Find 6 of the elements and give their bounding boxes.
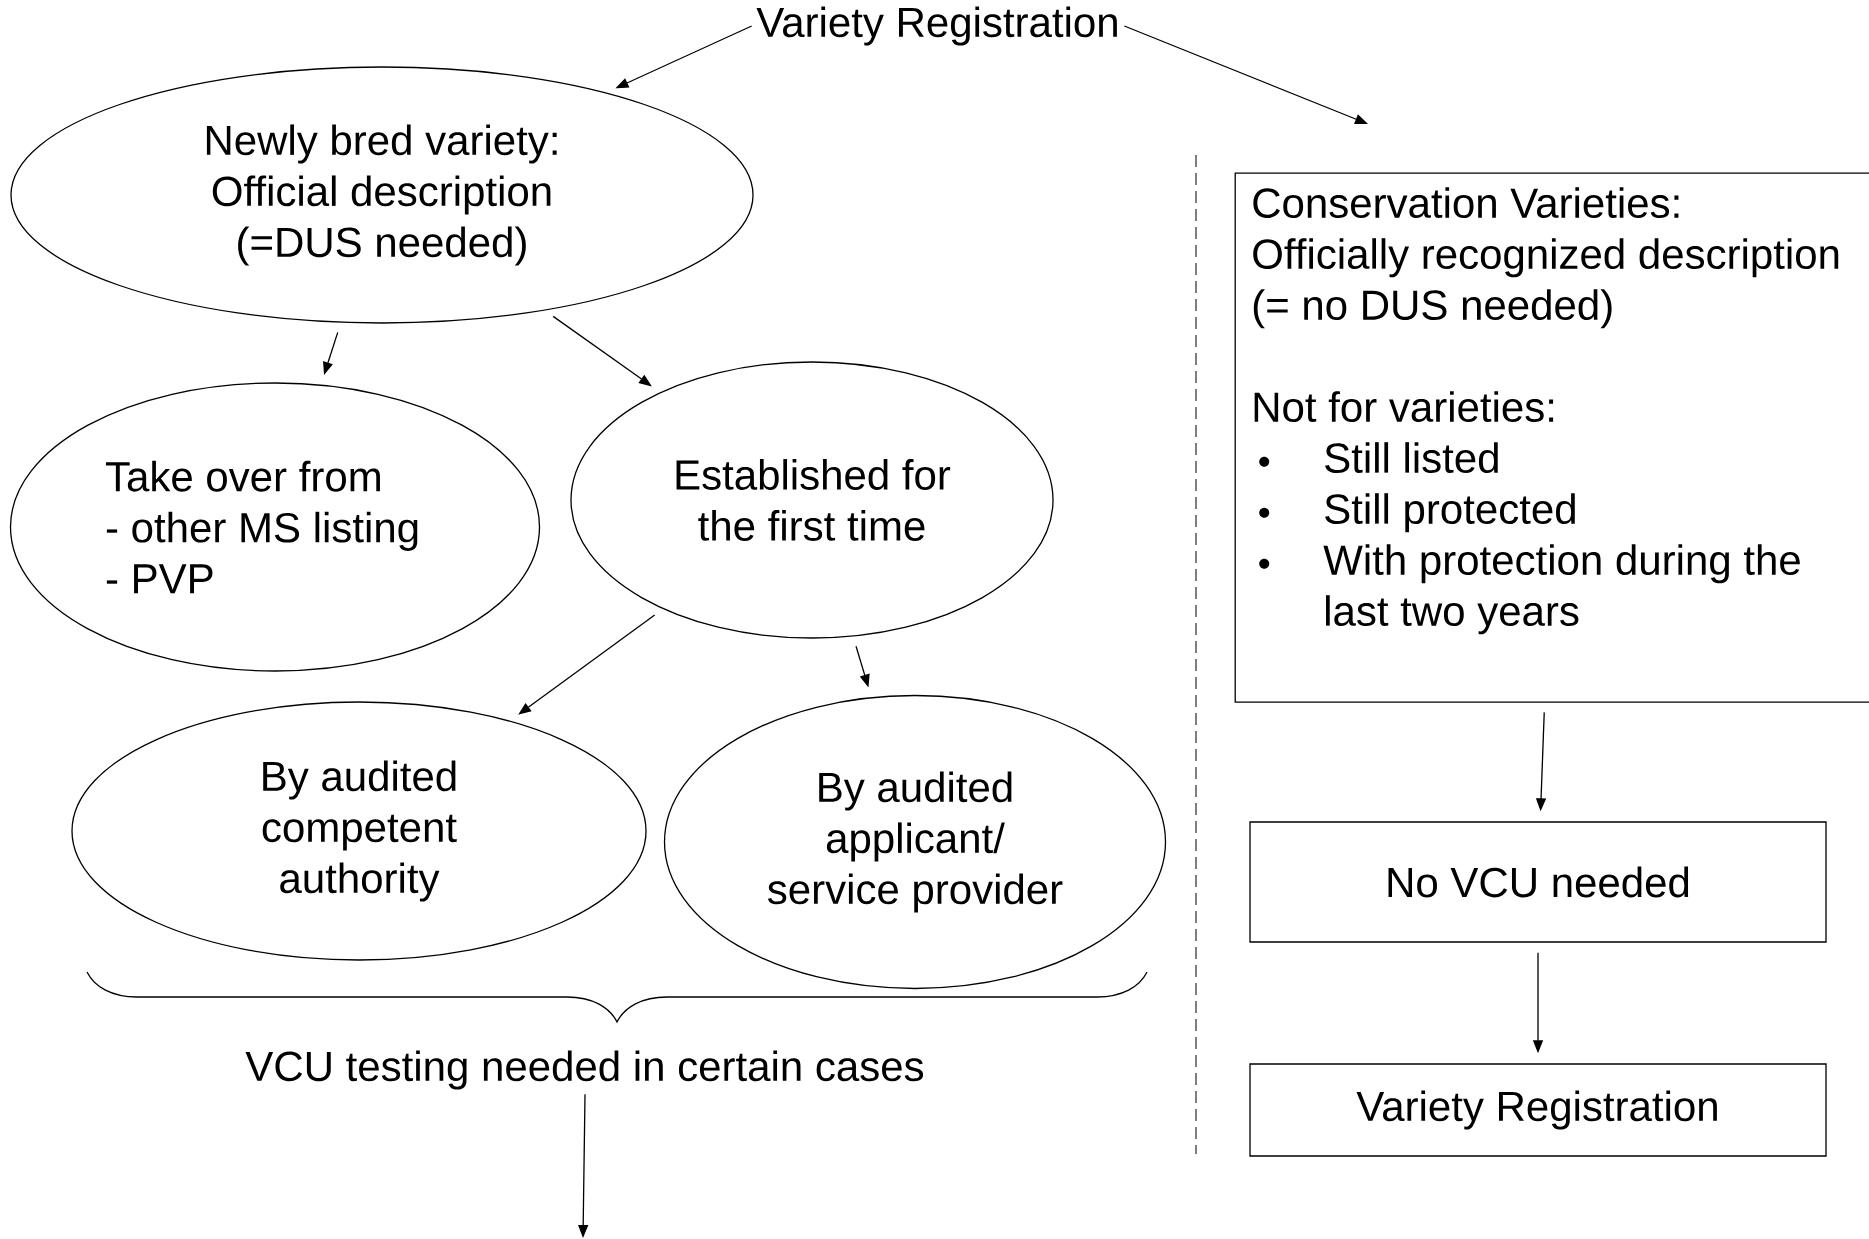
info-box: Conservation Varieties: Officially recognized description (= no DUS needed) Not for varieties: Still listed Still protected With protection during the last two years bbox=[1234, 172, 1869, 703]
process-box: No VCU needed bbox=[1249, 821, 1827, 943]
process-box: Variety Registration bbox=[1249, 1063, 1827, 1157]
heading-text: VCU testing needed in certain cases bbox=[245, 1050, 924, 1090]
arrow bbox=[518, 614, 656, 715]
heading-text: Variety Registration bbox=[756, 6, 1117, 46]
